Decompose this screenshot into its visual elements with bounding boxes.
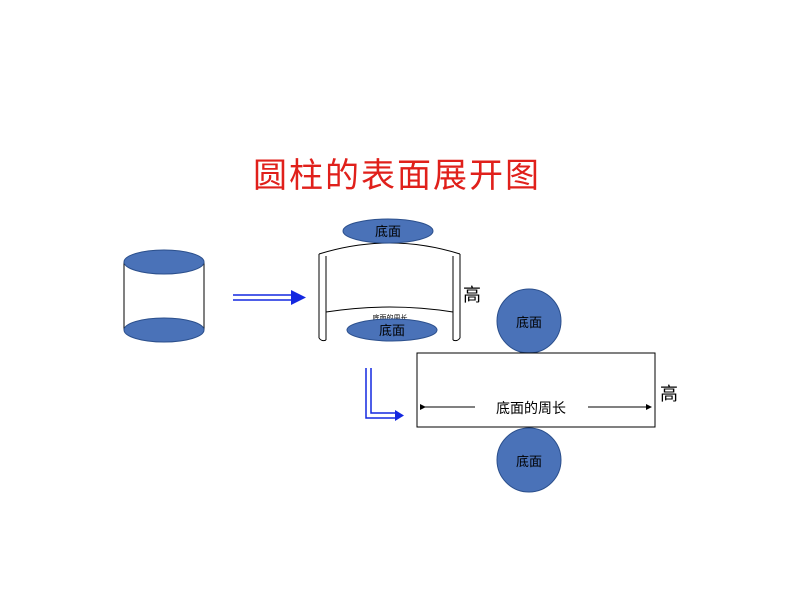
opened-top-base-label: 底面 (375, 224, 401, 240)
net-bottom-base-label: 底面 (516, 454, 542, 470)
opened-bottom-base-ellipse (346, 318, 438, 342)
double-arrow-right (233, 290, 306, 305)
slide-title: 圆柱的表面展开图 (253, 156, 541, 196)
net-height-label: 高 (660, 384, 678, 405)
net-circumference-label: 底面的周长 (496, 401, 566, 417)
net-bottom-base-circle (496, 427, 562, 493)
cylinder-top-ellipse (123, 249, 205, 275)
closed-cylinder (123, 249, 205, 343)
opened-circumference-label: 底面的周长 (373, 313, 408, 322)
cylinder-bottom-ellipse (123, 317, 205, 343)
opened-top-base-ellipse (342, 218, 434, 244)
double-arrow-down-right (365, 368, 404, 421)
opened-height-label: 高 (463, 285, 481, 306)
opened-cylinder: 底面 底面的周长 底面 高 (318, 218, 481, 342)
cylinder-net: 底面 底面的周长 高 底面 (416, 288, 678, 493)
opened-bottom-base-label: 底面 (379, 323, 405, 339)
net-top-base-label: 底面 (516, 315, 542, 331)
net-lateral-rectangle (416, 352, 656, 428)
